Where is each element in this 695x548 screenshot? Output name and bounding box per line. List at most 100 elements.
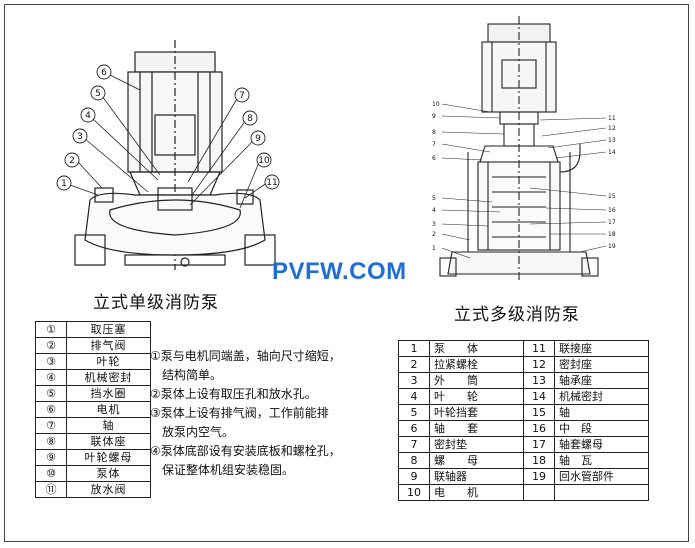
caption-single-stage: 立式单级消防泵 — [93, 293, 219, 313]
part-number: ⑥ — [35, 401, 67, 418]
part-number: 5 — [398, 404, 430, 421]
part-number: ① — [35, 321, 67, 338]
part-name: 叶轮挡套 — [429, 404, 524, 421]
callout-1: 1 — [61, 179, 67, 189]
callout-r-10: 10 — [432, 101, 440, 108]
callout-r-17: 17 — [608, 219, 616, 226]
part-name: 回水管部件 — [554, 468, 649, 485]
part-number: 1 — [398, 340, 430, 357]
part-number: ⑩ — [35, 465, 67, 482]
part-name: 取压塞 — [66, 321, 151, 338]
part-name: 密封垫 — [429, 436, 524, 453]
part-number: 15 — [523, 404, 555, 421]
part-number: 17 — [523, 436, 555, 453]
callout-7: 7 — [239, 91, 245, 101]
callout-11: 11 — [266, 178, 277, 188]
callout-r-18: 18 — [608, 231, 616, 238]
single-stage-pump-drawing: 1 2 3 4 5 6 7 8 9 10 11 — [56, 40, 280, 270]
callout-6: 6 — [101, 68, 107, 78]
note-line: ①泵与电机同端盖，轴向尺寸缩短， — [150, 349, 341, 363]
part-number: 16 — [523, 420, 555, 437]
part-number: 10 — [398, 484, 430, 501]
note-line: 结构简单。 — [150, 368, 223, 382]
callout-8: 8 — [247, 114, 253, 124]
part-name: 轴 套 — [429, 420, 524, 437]
part-number: 4 — [398, 388, 430, 405]
part-name: 中 段 — [554, 420, 649, 437]
watermark: PVFW.COM — [272, 258, 407, 285]
part-number: 14 — [523, 388, 555, 405]
part-name: 放水阀 — [66, 481, 151, 498]
part-name: 挡水圈 — [66, 385, 151, 402]
callout-r-19: 19 — [608, 243, 616, 250]
part-name: 叶轮 — [66, 353, 151, 370]
part-number: 8 — [398, 452, 430, 469]
part-number: 19 — [523, 468, 555, 485]
part-name: 泵体 — [66, 465, 151, 482]
callout-r-9: 9 — [432, 113, 436, 120]
callout-r-4: 4 — [432, 207, 436, 214]
features-notes: ①泵与电机同端盖，轴向尺寸缩短， 结构简单。 ②泵体上设有取压孔和放水孔。 ③泵… — [150, 347, 380, 480]
part-name: 轴 — [554, 404, 649, 421]
part-name: 机械密封 — [66, 369, 151, 386]
callout-r-16: 16 — [608, 207, 616, 214]
note-line: ②泵体上设有取压孔和放水孔。 — [150, 387, 317, 401]
part-name — [554, 484, 649, 501]
part-name: 联体座 — [66, 433, 151, 450]
callout-r-6: 6 — [432, 155, 436, 162]
part-number: 12 — [523, 356, 555, 373]
callout-r-15: 15 — [608, 193, 616, 200]
callout-r-12: 12 — [608, 125, 616, 132]
part-number: 11 — [523, 340, 555, 357]
note-line: ④泵体底部设有安装底板和螺栓孔， — [150, 444, 341, 458]
part-number: 6 — [398, 420, 430, 437]
callout-4: 4 — [85, 111, 91, 121]
part-name: 拉紧螺栓 — [429, 356, 524, 373]
part-name: 泵 体 — [429, 340, 524, 357]
part-number: ⑧ — [35, 433, 67, 450]
part-name: 排气阀 — [66, 337, 151, 354]
caption-multistage: 立式多级消防泵 — [454, 305, 580, 325]
part-name: 轴 — [66, 417, 151, 434]
part-number: 13 — [523, 372, 555, 389]
callout-r-14: 14 — [608, 149, 616, 156]
callout-r-5: 5 — [432, 195, 436, 202]
part-name: 联接座 — [554, 340, 649, 357]
part-number: 2 — [398, 356, 430, 373]
part-name: 机械密封 — [554, 388, 649, 405]
part-number: ④ — [35, 369, 67, 386]
part-name: 叶轮螺母 — [66, 449, 151, 466]
part-name: 轴套螺母 — [554, 436, 649, 453]
callout-r-11: 11 — [608, 115, 616, 122]
part-number: 9 — [398, 468, 430, 485]
part-number: 3 — [398, 372, 430, 389]
callout-r-2: 2 — [432, 231, 436, 238]
outer-frame — [4, 4, 689, 542]
part-name: 密封座 — [554, 356, 649, 373]
part-number: ⑦ — [35, 417, 67, 434]
part-number — [523, 484, 555, 501]
part-name: 轴承座 — [554, 372, 649, 389]
callout-r-7: 7 — [432, 141, 436, 148]
part-name: 联轴器 — [429, 468, 524, 485]
part-name: 外 筒 — [429, 372, 524, 389]
part-number: ② — [35, 337, 67, 354]
note-line: 保证整体机组安装稳固。 — [150, 463, 295, 477]
part-number: ③ — [35, 353, 67, 370]
part-name: 轴 瓦 — [554, 452, 649, 469]
